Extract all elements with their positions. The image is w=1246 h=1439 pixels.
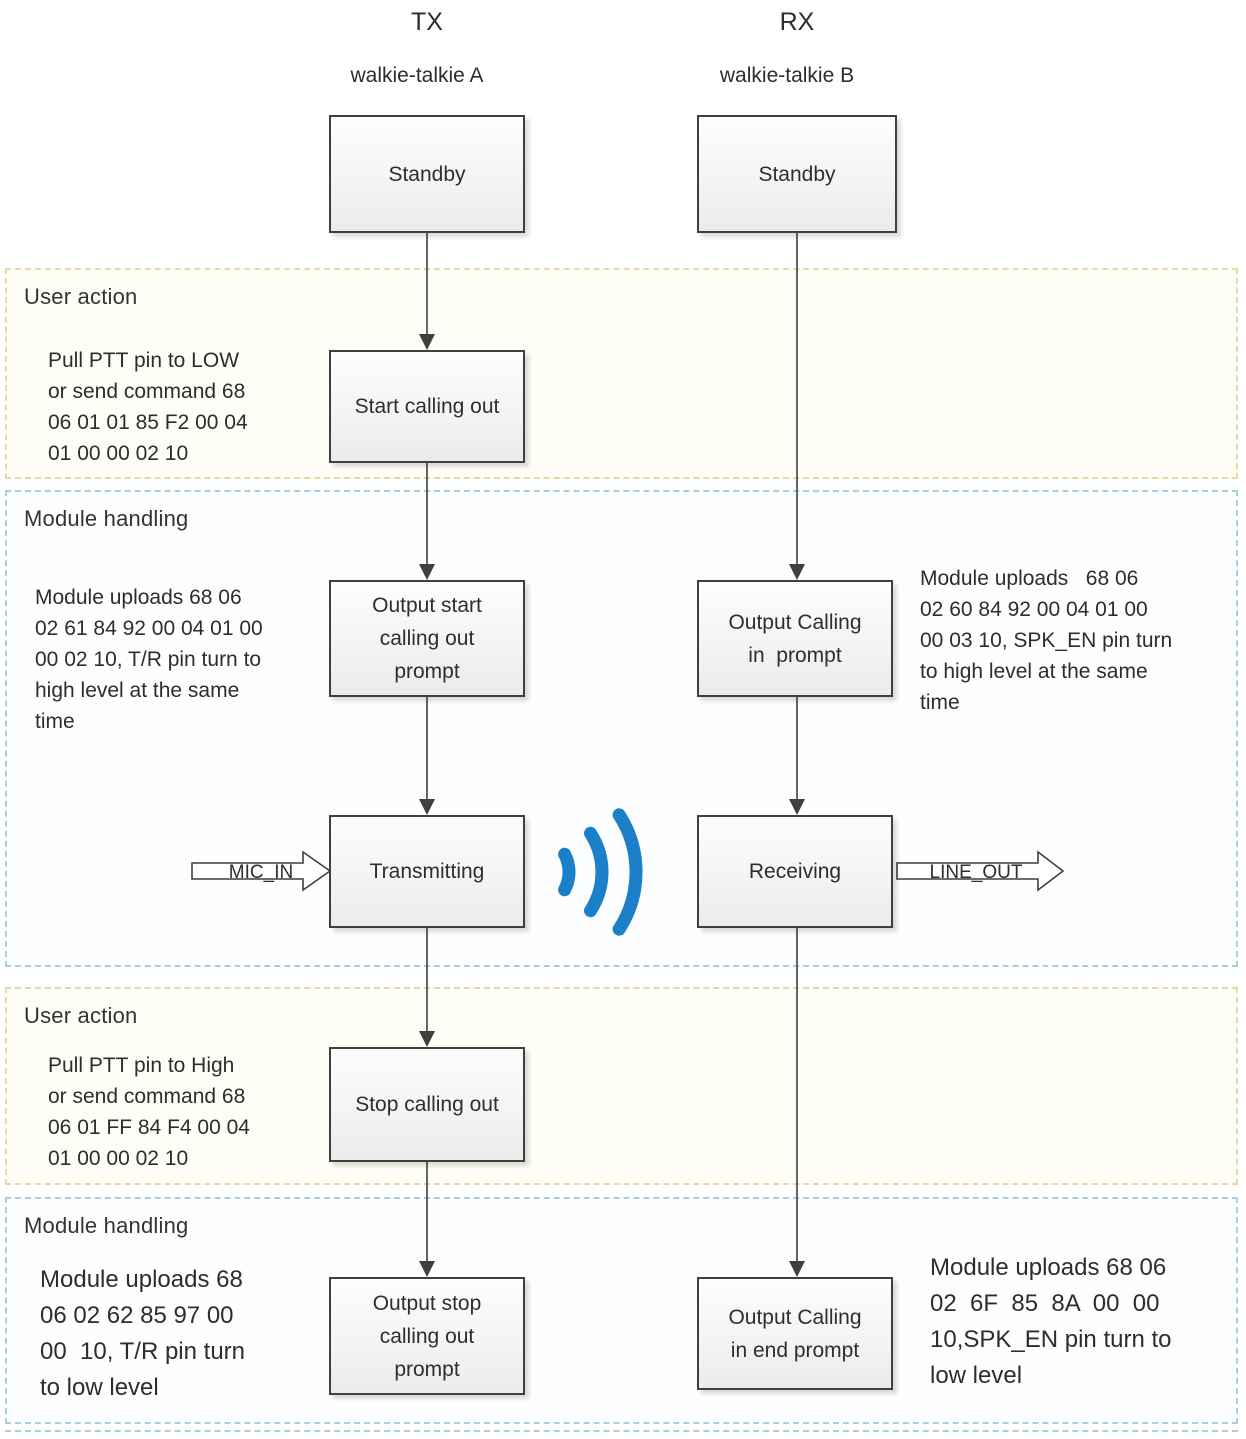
band-module-handling-2: Module handling xyxy=(5,1197,1238,1424)
flow-box-transmitting: Transmitting xyxy=(329,815,525,928)
flow-box-output-start-prompt: Output start calling out prompt xyxy=(329,580,525,697)
band-user-action-2: User action xyxy=(5,987,1238,1185)
annotation-module-1-left: Module uploads 68 06 02 61 84 92 00 04 0… xyxy=(35,586,263,733)
tx-column-header: TX xyxy=(411,8,443,36)
band-label: User action xyxy=(24,1003,138,1028)
annotation-module-2-right: Module uploads 68 06 02 6F 85 8A 00 00 1… xyxy=(930,1254,1172,1389)
flow-box-receiving: Receiving xyxy=(697,815,893,928)
flow-box-standby-a: Standby xyxy=(329,115,525,233)
band-label: User action xyxy=(24,284,138,309)
flow-box-standby-b: Standby xyxy=(697,115,897,233)
flow-box-output-calling-in-prompt: Output Calling in prompt xyxy=(697,580,893,697)
flow-box-start-calling-out: Start calling out xyxy=(329,350,525,463)
flow-box-stop-calling-out: Stop calling out xyxy=(329,1047,525,1162)
flow-box-output-calling-in-end-prompt: Output Calling in end prompt xyxy=(697,1277,893,1390)
annotation-module-1-right: Module uploads 68 06 02 60 84 92 00 04 0… xyxy=(920,567,1173,714)
next-band-edge xyxy=(5,1430,1238,1432)
band-label: Module handling xyxy=(24,1213,189,1238)
annotation-module-2-left: Module uploads 68 06 02 62 85 97 00 00 1… xyxy=(40,1266,246,1401)
annotation-user-action-1: Pull PTT pin to LOW or send command 68 0… xyxy=(48,349,248,465)
flow-box-output-stop-prompt: Output stop calling out prompt xyxy=(329,1277,525,1395)
device-label-a: walkie-talkie A xyxy=(350,64,484,87)
band-label: Module handling xyxy=(24,506,189,531)
band-user-action-1: User action xyxy=(5,268,1238,479)
device-label-b: walkie-talkie B xyxy=(719,64,855,87)
rx-column-header: RX xyxy=(779,8,815,36)
annotation-user-action-2: Pull PTT pin to High or send command 68 … xyxy=(48,1054,250,1170)
